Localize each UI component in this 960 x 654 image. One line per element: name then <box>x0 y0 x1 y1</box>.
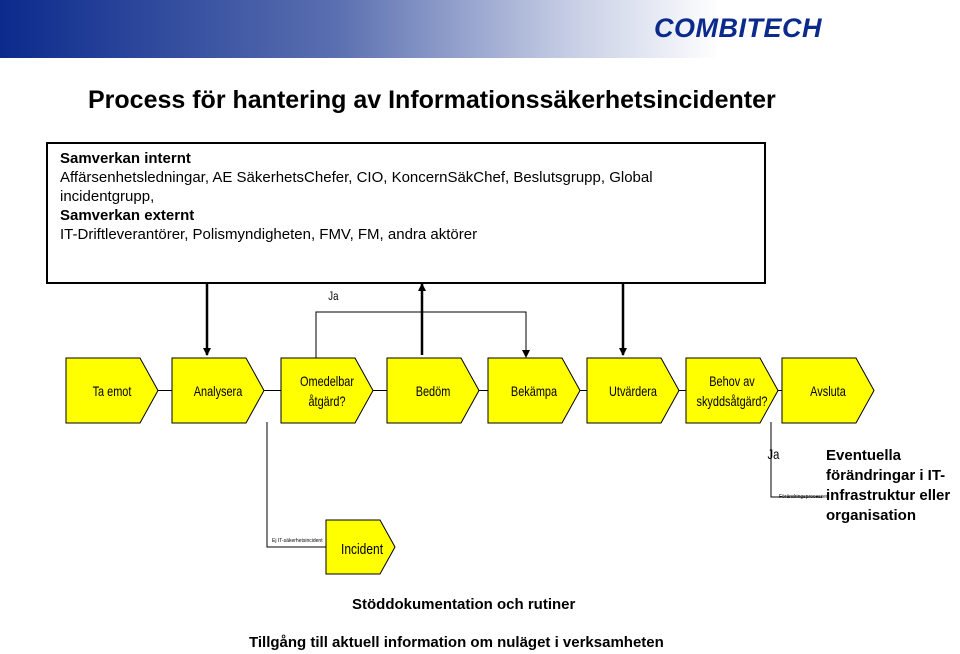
internal-heading: Samverkan internt <box>60 150 191 167</box>
process-step-label: Ta emot <box>92 382 132 399</box>
process-step-label: Avsluta <box>810 382 846 399</box>
process-step-label: Behov av skyddsåtgärd? <box>696 372 768 409</box>
page-title: Process för hantering av Informationssäk… <box>88 86 776 114</box>
ja-top-label: Ja <box>328 289 339 303</box>
header-banner <box>0 0 960 58</box>
incident-shape <box>325 519 396 575</box>
process-step-label: Utvärdera <box>609 382 657 399</box>
process-step-shape <box>65 357 159 424</box>
ja-right-label: Ja <box>767 446 780 462</box>
process-step-shape <box>386 357 480 424</box>
company-logo: COMBITECH <box>654 13 822 43</box>
process-step-shape <box>685 357 779 424</box>
process-step-label: Omedelbar åtgärd? <box>299 372 355 409</box>
process-step-shape <box>280 357 374 424</box>
external-text: IT-Driftleverantörer, Polismyndigheten, … <box>60 226 478 243</box>
current-info-label: Tillgång till aktuell information om nul… <box>249 634 664 651</box>
process-step-label: Analysera <box>193 382 243 399</box>
process-step-label: Bekämpa <box>510 382 558 399</box>
process-step-shape <box>781 357 875 424</box>
process-steps <box>65 357 875 424</box>
process-step-shape <box>487 357 581 424</box>
ja-right-connector <box>770 422 822 498</box>
ja-loop-connector <box>315 311 527 358</box>
external-heading: Samverkan externt <box>60 207 195 224</box>
side-note: Eventuella förändringar i IT-infrastrukt… <box>826 447 951 524</box>
process-step-label: Bedöm <box>415 382 451 399</box>
process-step-shape <box>171 357 265 424</box>
incident-label: Incident <box>341 541 384 558</box>
ej-incident-connector <box>266 422 326 548</box>
internal-text: Affärsenhetsledningar, AE SäkerhetsChefe… <box>60 169 653 205</box>
support-docs-label: Stöddokumentation och rutiner <box>352 596 576 613</box>
process-step-shape <box>586 357 680 424</box>
forandringsprocessen-label: Förändringsprocessen <box>779 494 829 500</box>
ej-incident-label: Ej IT-säkerhetsincident <box>272 538 323 544</box>
collaboration-box: Samverkan internt Affärsenhetsledningar,… <box>46 142 766 284</box>
